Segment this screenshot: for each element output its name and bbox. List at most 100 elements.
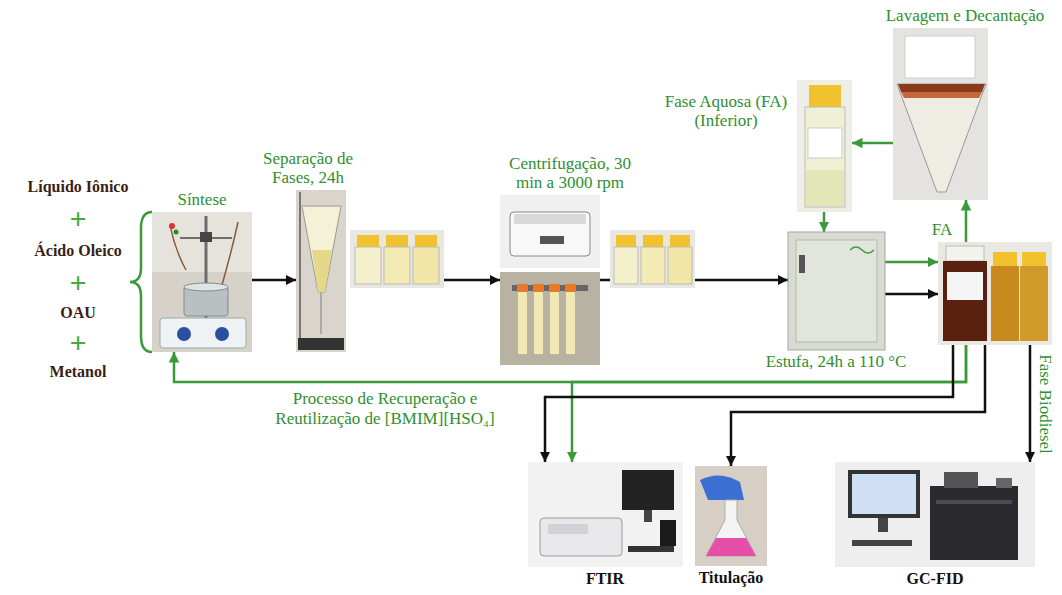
vials-photo: [413, 247, 439, 284]
plus-sign: +: [69, 328, 86, 358]
reagent-label: Ácido Oleico: [34, 242, 122, 260]
centrifuge-photo: [549, 284, 560, 292]
centrifuge-photo: [550, 292, 559, 354]
gc-fid-photo: [878, 518, 888, 532]
node-caption: Estufa, 24h a 110 °C: [766, 352, 907, 371]
synthesis-photo: [152, 212, 252, 352]
flow-arrow: [823, 212, 826, 232]
gc-fid-photo: [835, 462, 1035, 567]
gc-fid-photo: [848, 470, 920, 518]
flow-arrow: [444, 279, 500, 282]
flow-arrow: [885, 293, 938, 296]
synthesis-photo: [160, 318, 246, 348]
photo-node: Centrifugação, 30 min a 3000 rpm: [500, 195, 600, 365]
titration-photo: [706, 538, 756, 556]
ftir-photo: [548, 524, 588, 534]
titration-photo: [695, 466, 767, 566]
synthesis-photo: [222, 222, 238, 285]
synthesis-photo: [152, 212, 252, 272]
flow-arrow: [1029, 345, 1032, 462]
centrifuge-photo: [518, 292, 527, 354]
flow-arrow: [731, 345, 985, 466]
photo-node: Fase Aquosa (FA) (Inferior): [797, 80, 852, 212]
product-vials-photo: [946, 246, 984, 261]
washing-funnel-photo: [893, 28, 988, 200]
separation-funnel-photo: [299, 192, 301, 350]
titration-photo: [700, 475, 744, 500]
product-vials-photo: [938, 242, 1052, 345]
reagent-bracket: [130, 212, 152, 352]
vials-photo: [670, 235, 690, 247]
centrifuge-photo: [510, 212, 590, 256]
vials-photo: [610, 230, 695, 288]
vials-photo: [668, 247, 692, 284]
centrifuge-photo: [540, 236, 564, 244]
aqueous-phase-vial-photo: [797, 80, 852, 212]
vials-photo: [357, 235, 379, 247]
photo-node: Titulação: [695, 466, 767, 566]
titration-photo: [706, 500, 756, 556]
node-caption: Separação de Fases, 24h: [252, 149, 364, 187]
oven-photo: [788, 232, 885, 350]
reagent-label: Metanol: [50, 363, 107, 381]
separation-funnel-photo: [298, 338, 344, 350]
centrifuge-photo: [565, 284, 576, 292]
flow-arrow: [545, 345, 953, 462]
centrifuge-photo: [566, 292, 575, 354]
vials-photo: [350, 230, 444, 288]
product-vials-photo: [938, 242, 1052, 345]
vials-photo: [641, 247, 665, 284]
flow-arrow: [572, 345, 966, 462]
node-caption: Lavagem e Decantação: [886, 6, 1045, 25]
vials-photo: [614, 247, 638, 284]
plus-sign: +: [69, 268, 86, 298]
separation-funnel-photo: [296, 190, 346, 352]
ftir-photo: [644, 510, 652, 522]
synthesis-photo: [215, 327, 229, 341]
aqueous-phase-vial-photo: [806, 170, 844, 206]
product-vials-photo: [1022, 252, 1046, 266]
synthesis-photo: [184, 283, 228, 291]
photo-node: Lavagem e Decantação: [893, 28, 988, 200]
ftir-photo: [660, 520, 676, 546]
ftir-photo: [622, 470, 674, 510]
centrifuge-photo: [534, 292, 543, 354]
vials-photo: [350, 230, 444, 288]
washing-funnel-photo: [901, 92, 982, 98]
vials-photo: [386, 235, 408, 247]
synthesis-photo: [174, 230, 179, 235]
aqueous-phase-vial-photo: [805, 107, 845, 207]
product-vials-photo: [991, 266, 1019, 341]
node-caption: Fase Aquosa (FA) (Inferior): [660, 92, 792, 130]
gc-fid-photo: [944, 472, 978, 488]
separation-funnel-photo: [302, 206, 341, 292]
oven-photo: [796, 240, 877, 342]
separation-funnel-photo: [296, 190, 346, 352]
separation-funnel-photo: [312, 250, 332, 292]
vials-photo: [415, 235, 437, 247]
reagent-bracket: [130, 212, 152, 352]
photo-node: Separação de Fases, 24h: [296, 190, 444, 352]
photo-node: Estufa, 24h a 110 °C: [788, 232, 885, 350]
ftir-photo: [540, 518, 622, 556]
edge-label: Fase Biodiesel: [1035, 351, 1055, 457]
centrifuge-photo: [500, 195, 600, 268]
product-vials-photo: [943, 261, 987, 341]
flow-arrow: [252, 279, 296, 282]
centrifuge-photo: [500, 195, 600, 365]
aqueous-phase-vial-photo: [808, 128, 842, 158]
centrifuge-photo: [517, 284, 528, 292]
washing-funnel-photo: [905, 36, 975, 78]
flow-arrow: [965, 200, 968, 242]
node-caption: FA: [932, 220, 952, 239]
oven-photo: [788, 232, 885, 350]
aqueous-phase-vial-photo: [797, 80, 852, 212]
vials-photo: [355, 247, 381, 284]
node-caption: FTIR: [586, 569, 624, 588]
oven-photo: [850, 247, 874, 253]
flow-arrow: [852, 142, 893, 145]
aqueous-phase-vial-photo: [809, 85, 841, 107]
